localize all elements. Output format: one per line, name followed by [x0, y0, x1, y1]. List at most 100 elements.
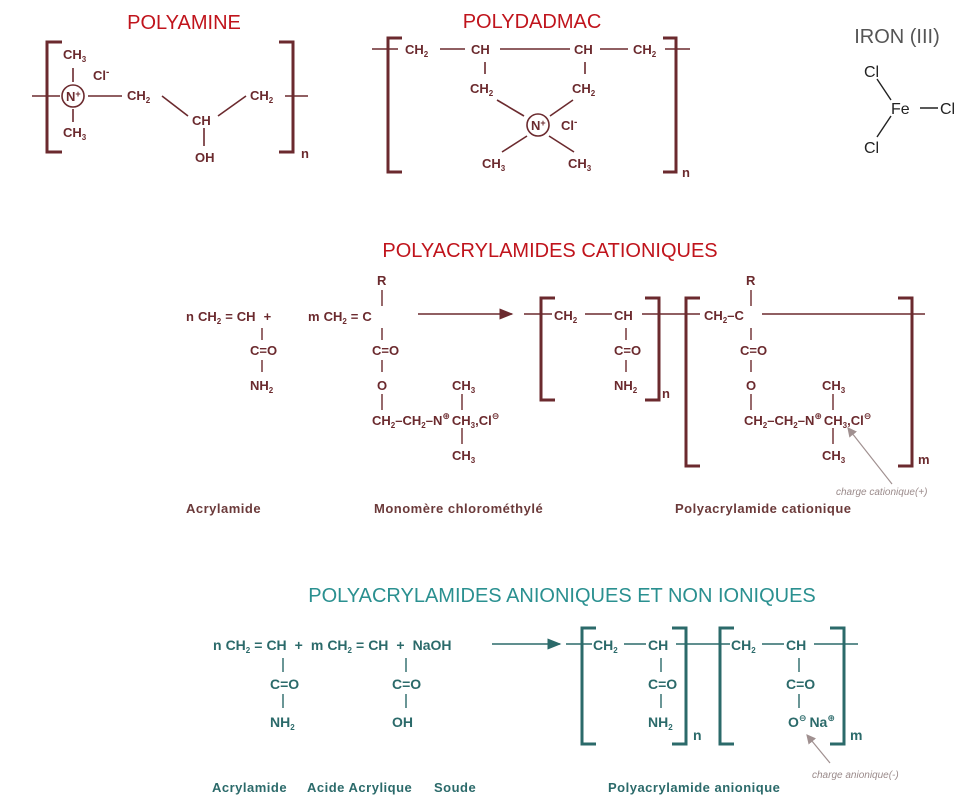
cationic-product-chain: CH2–CH2–N⊕CH3,Cl⊖	[744, 411, 871, 430]
svg-text:CH3: CH3	[452, 378, 476, 395]
anionic-reaction: POLYACRYLAMIDES ANIONIQUES ET NON IONIQU…	[212, 585, 899, 795]
svg-text:NH2: NH2	[648, 714, 673, 732]
svg-text:N+: N+	[66, 89, 81, 104]
polydadmac-structure: POLYDADMAC CH2 CH CH CH2 CH2 CH2 N+ Cl- …	[372, 11, 690, 180]
polyamine-chloride: Cl	[93, 68, 106, 83]
cationic-monomer-r: R	[377, 273, 387, 288]
cationic-charge-note: charge cationique(+)	[836, 487, 927, 498]
svg-text:NH2: NH2	[614, 378, 638, 395]
svg-text:CH3: CH3	[822, 448, 846, 465]
svg-text:CH2: CH2	[554, 308, 578, 325]
svg-text:CH3: CH3	[822, 378, 846, 395]
polyamine-ch3-top: CH	[63, 47, 82, 62]
anionic-acid-co: C=O	[392, 676, 421, 692]
cationic-product-o: O	[746, 378, 756, 393]
iron-cl-bottom: Cl	[864, 140, 879, 157]
cationic-product-co-n: C=O	[614, 343, 641, 358]
svg-text:CH3: CH3	[568, 156, 592, 173]
svg-text:CH3: CH3	[63, 47, 87, 64]
cationic-product-bracket-n-right	[645, 296, 661, 402]
polyamine-ch2-right: CH	[250, 88, 269, 103]
polyamine-n-circle	[61, 84, 85, 108]
polydadmac-n-circle	[526, 113, 550, 137]
anionic-caption-soude: Soude	[434, 780, 476, 795]
polydadmac-ch-b: CH	[574, 42, 593, 57]
svg-text:CH2: CH2	[127, 88, 151, 105]
cationic-title: POLYACRYLAMIDES CATIONIQUES	[382, 240, 717, 262]
svg-text:CH2: CH2	[405, 42, 429, 59]
polyamine-left-bracket	[45, 40, 62, 154]
polyamine-right-bracket	[279, 40, 295, 154]
anionic-bracket-n-right	[672, 626, 688, 746]
polyamine-oh: OH	[195, 150, 215, 165]
anionic-bracket-m-left	[718, 626, 734, 746]
anionic-caption-acrylamide: Acrylamide	[212, 780, 287, 795]
iron-cl-top: Cl	[864, 64, 879, 81]
polydadmac-left-bracket	[386, 36, 402, 174]
polydadmac-nitrogen: N	[531, 118, 540, 133]
polydadmac-ch2-d: CH	[572, 81, 591, 96]
polyamine-title: POLYAMINE	[127, 12, 241, 34]
svg-text:CH3: CH3	[452, 448, 476, 465]
anionic-caption-product: Polyacrylamide anionique	[608, 780, 780, 795]
polydadmac-chloride: Cl	[561, 118, 574, 133]
svg-text:CH2: CH2	[633, 42, 657, 59]
cationic-product-ch: CH	[614, 308, 633, 323]
cationic-caption-monomer: Monomère chlorométhylé	[374, 501, 543, 516]
anionic-product-ch-n: CH	[648, 637, 668, 653]
polydadmac-ch3-a: CH	[482, 156, 501, 171]
polyamine-ch2-left: CH	[127, 88, 146, 103]
cationic-caption-acrylamide: Acrylamide	[186, 501, 261, 516]
anionic-product-ch-m: CH	[786, 637, 806, 653]
polydadmac-n-index: n	[682, 165, 690, 180]
polyamine-n-index: n	[301, 146, 309, 161]
cationic-product-co-m: C=O	[740, 343, 767, 358]
anionic-product-n-index: n	[693, 727, 702, 743]
anionic-product-m-index: m	[850, 727, 862, 743]
cationic-product-ch2: CH	[554, 308, 573, 323]
svg-text:NH2: NH2	[270, 714, 295, 732]
iron-chloride-structure: IRON (III) Cl Fe Cl Cl	[854, 26, 955, 157]
polydadmac-right-bracket	[663, 36, 678, 174]
svg-text:NH2: NH2	[250, 378, 274, 395]
svg-text:Cl-: Cl-	[93, 67, 109, 83]
cationic-product-ch3-top: CH	[822, 378, 841, 393]
svg-text:CH2: CH2	[470, 81, 494, 98]
anionic-acid-oh: OH	[392, 714, 413, 730]
svg-text:CH3: CH3	[63, 125, 87, 142]
cationic-caption-product: Polyacrylamide cationique	[675, 501, 852, 516]
polyamine-structure: POLYAMINE CH3 Cl- N+ CH3 CH2 CH OH CH2 n	[32, 12, 309, 165]
anionic-product-ch2-m: CH	[731, 637, 751, 653]
cationic-product-bracket-m-left	[684, 296, 700, 468]
svg-text:CH2: CH2	[593, 637, 618, 655]
anionic-product-ona: O⊖Na⊕	[788, 713, 835, 730]
anionic-product-co-m: C=O	[786, 676, 815, 692]
svg-text:CH2–C: CH2–C	[704, 308, 744, 325]
cationic-product-bracket-n-left	[539, 296, 555, 402]
cationic-acryl-nh2: NH	[250, 378, 269, 393]
anionic-product-ch2-n: CH	[593, 637, 613, 653]
polydadmac-ch3-b: CH	[568, 156, 587, 171]
polydadmac-title: POLYDADMAC	[463, 11, 602, 33]
svg-text:CH2: CH2	[731, 637, 756, 655]
anionic-title: POLYACRYLAMIDES ANIONIQUES ET NON IONIQU…	[308, 585, 816, 607]
anionic-acryl-co: C=O	[270, 676, 299, 692]
anionic-product-co-n: C=O	[648, 676, 677, 692]
polyamine-ch: CH	[192, 113, 211, 128]
svg-text:CH2: CH2	[572, 81, 596, 98]
svg-text:Cl-: Cl-	[561, 117, 577, 133]
svg-text:CH2: CH2	[250, 88, 274, 105]
anionic-bracket-m-right	[830, 626, 846, 746]
polyamine-nitrogen: N	[66, 89, 75, 104]
cationic-monomer-ch3-top: CH	[452, 378, 471, 393]
polydadmac-ch-a: CH	[471, 42, 490, 57]
cationic-product-n-index: n	[662, 386, 670, 401]
cationic-monomer-ch3-bottom: CH	[452, 448, 471, 463]
svg-text:N+: N+	[531, 118, 546, 133]
cationic-product-ch3-bottom: CH	[822, 448, 841, 463]
